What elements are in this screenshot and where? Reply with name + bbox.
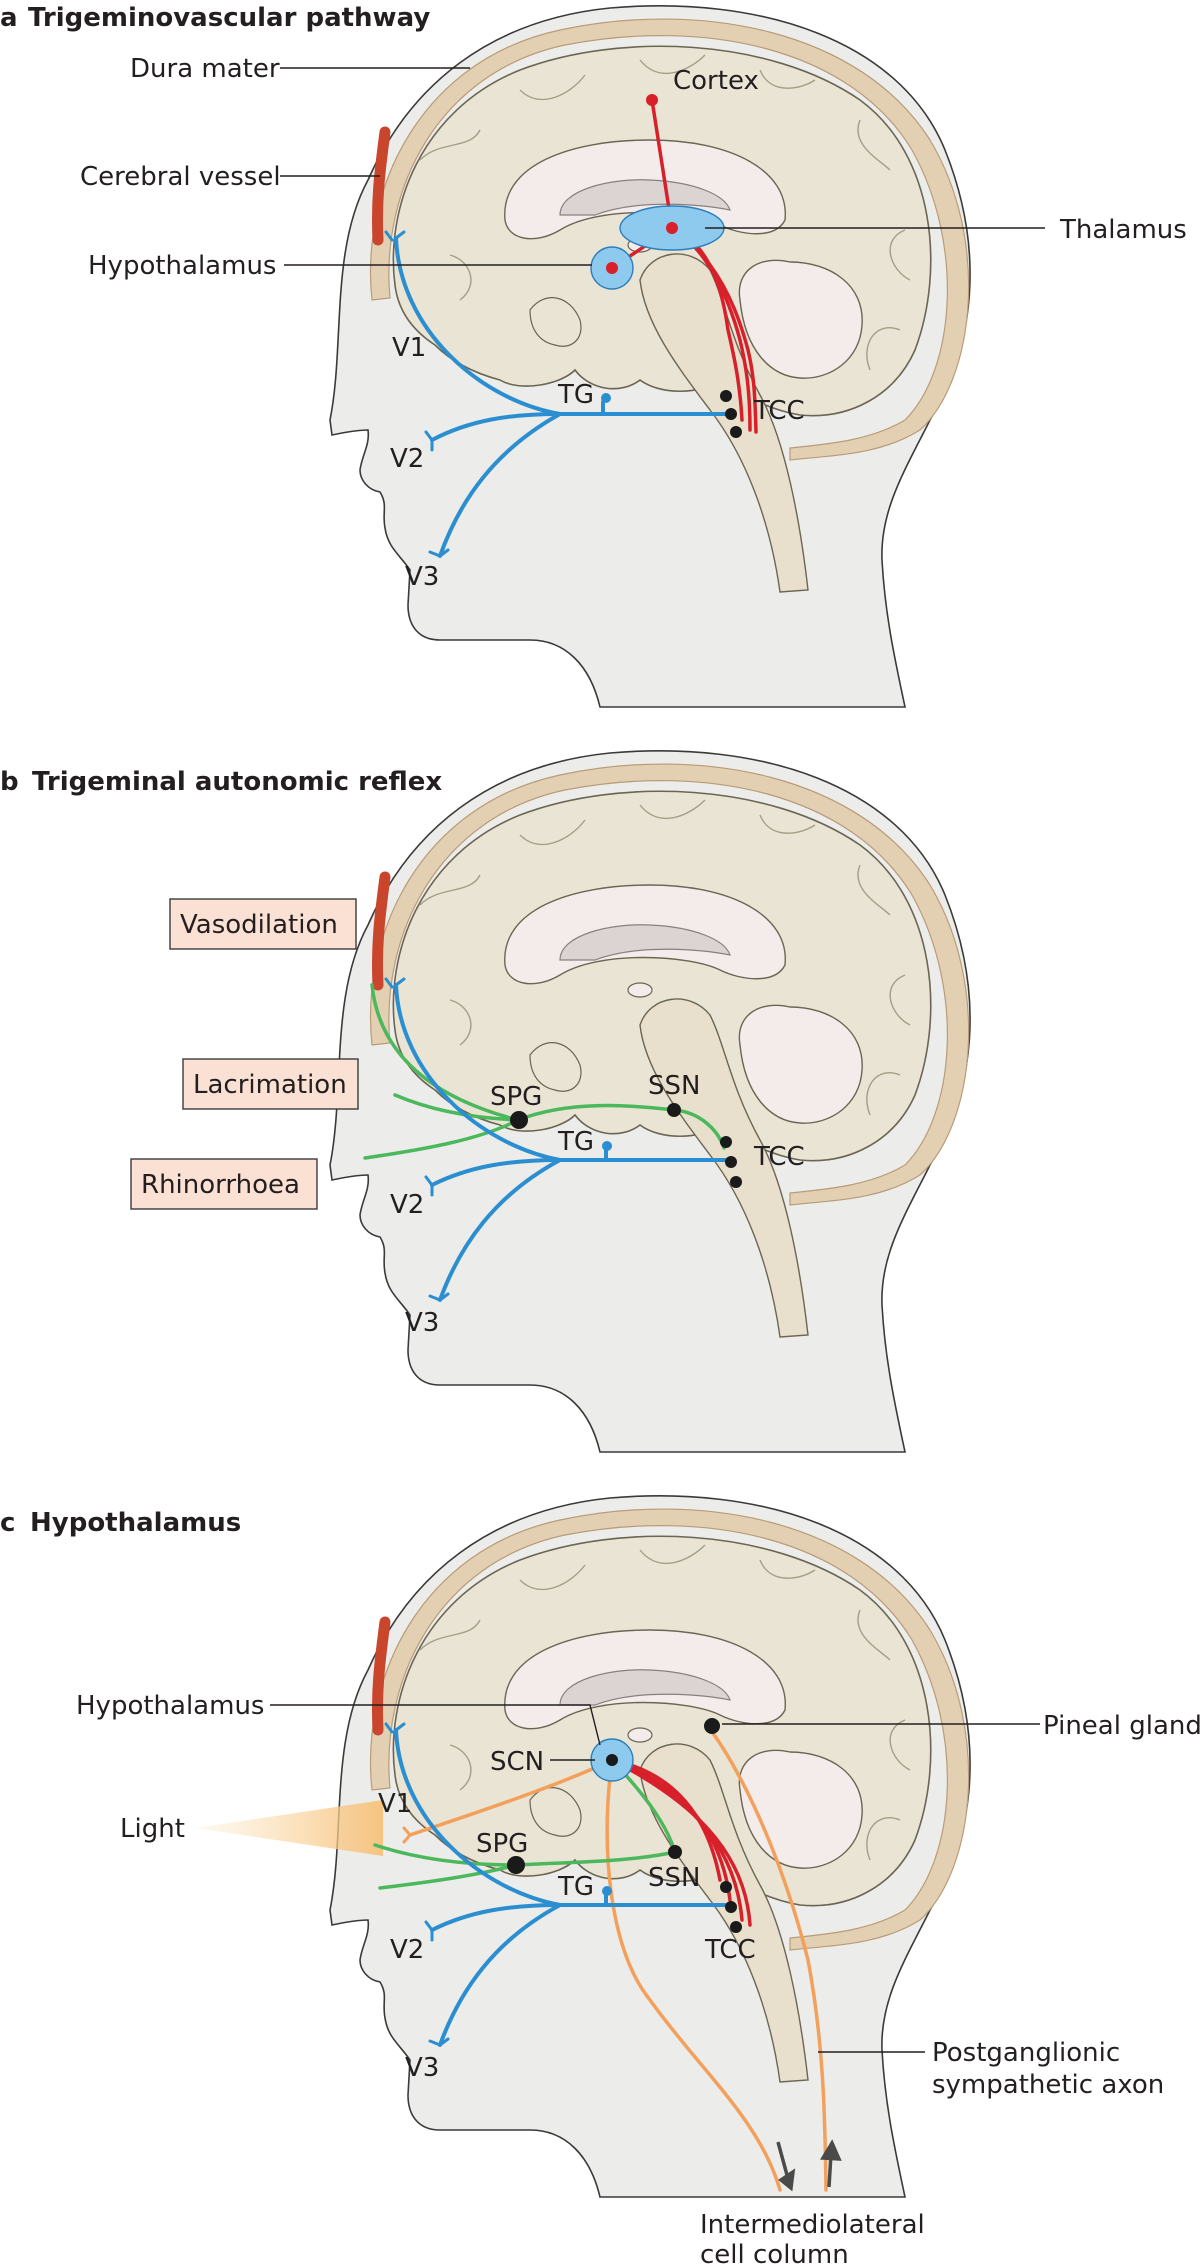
panel-a-vessel-label: Cerebral vessel bbox=[80, 162, 281, 192]
panel-a: a Trigeminovascular pathway bbox=[0, 3, 1187, 708]
panel-c-tcc-dot bbox=[725, 1901, 737, 1913]
panel-c-hypothalamus-label: Hypothalamus bbox=[76, 1691, 264, 1721]
panel-a-v2-label: V2 bbox=[390, 444, 424, 474]
panel-b-tcc-dot bbox=[725, 1156, 737, 1168]
panel-c-tcc-dot bbox=[720, 1881, 732, 1893]
panel-a-hypothalamus-node bbox=[606, 262, 618, 274]
panel-b-tg-label: TG bbox=[557, 1127, 594, 1157]
panel-b-v3-label: V3 bbox=[405, 1308, 439, 1338]
panel-b: b Trigeminal autonomic reflex bbox=[0, 750, 971, 1453]
panel-c: c Hypothalamus bbox=[0, 1495, 1200, 2267]
panel-a-tcc-dot bbox=[720, 390, 732, 402]
panel-c-head bbox=[329, 1495, 971, 2198]
panel-a-tcc-dot bbox=[725, 408, 737, 420]
panel-c-iml-label-line1: Intermediolateral bbox=[700, 2210, 925, 2240]
panel-a-cortex-node bbox=[646, 94, 658, 106]
panel-a-tg-label: TG bbox=[557, 380, 594, 410]
panel-a-cerebral-vessel bbox=[371, 126, 391, 246]
panel-c-light-beam bbox=[195, 1800, 383, 1856]
panel-c-cerebral-vessel bbox=[371, 1616, 391, 1736]
panel-b-vasodilation-box bbox=[169, 898, 357, 950]
panel-a-letter: a bbox=[0, 3, 18, 33]
panel-c-tcc-label: TCC bbox=[704, 1935, 756, 1965]
panel-c-v1-label: V1 bbox=[378, 1789, 412, 1819]
panel-a-trigeminal-nerve bbox=[384, 230, 727, 558]
panel-c-postganglionic-label-line1: Postganglionic bbox=[932, 2038, 1120, 2068]
panel-a-v3-label: V3 bbox=[405, 562, 439, 592]
panel-c-scn-node bbox=[606, 1754, 618, 1766]
panel-a-tcc-label: TCC bbox=[753, 396, 805, 426]
panel-b-vasodilation-label: Vasodilation bbox=[180, 910, 338, 940]
panel-c-trigeminal-nerve bbox=[384, 1722, 727, 2047]
panel-c-spg-label: SPG bbox=[476, 1829, 528, 1859]
panel-a-tg-node bbox=[601, 393, 611, 403]
panel-a-thalamus-node bbox=[666, 222, 678, 234]
panel-a-dura-label: Dura mater bbox=[130, 54, 280, 84]
panel-b-lacrimation-box bbox=[182, 1058, 359, 1110]
panel-b-rhinorrhoea-box bbox=[130, 1158, 318, 1210]
panel-b-head bbox=[329, 750, 971, 1453]
panel-a-v1-label: V1 bbox=[392, 333, 426, 363]
panel-b-lacrimation-label: Lacrimation bbox=[193, 1070, 347, 1100]
panel-b-ssn-node bbox=[667, 1103, 681, 1117]
panel-b-cerebral-vessel bbox=[371, 871, 391, 991]
panel-c-tg-node bbox=[602, 1886, 612, 1896]
panel-c-v3-label: V3 bbox=[405, 2053, 439, 2083]
panel-c-direction-arrows bbox=[776, 2139, 842, 2192]
panel-a-tcc-dot bbox=[730, 426, 742, 438]
panel-c-tg-label: TG bbox=[557, 1872, 594, 1902]
panel-c-title: Hypothalamus bbox=[30, 1508, 241, 1538]
panel-b-letter: b bbox=[0, 767, 19, 797]
panel-c-v2-label: V2 bbox=[390, 1935, 424, 1965]
panel-b-tcc-dot bbox=[730, 1176, 742, 1188]
panel-c-ssn-label: SSN bbox=[648, 1863, 700, 1893]
panel-c-hypothalamus-leader bbox=[270, 1704, 601, 1746]
panel-c-letter: c bbox=[0, 1508, 15, 1538]
panel-c-ssn-node bbox=[668, 1845, 682, 1859]
panel-c-iml-label-line2: cell column bbox=[700, 2240, 849, 2267]
panel-b-rhinorrhoea-label: Rhinorrhoea bbox=[141, 1170, 300, 1200]
panel-b-v2-label: V2 bbox=[390, 1190, 424, 1220]
panel-b-parasympathetic-pathway bbox=[363, 983, 726, 1160]
panel-b-tcc-dot bbox=[720, 1136, 732, 1148]
panel-b-tg-node bbox=[602, 1141, 612, 1151]
panel-b-title: Trigeminal autonomic reflex bbox=[32, 767, 442, 797]
panel-c-postganglionic-label-line2: sympathetic axon bbox=[932, 2070, 1164, 2100]
panel-c-scn-label: SCN bbox=[490, 1747, 544, 1777]
panel-b-ssn-label: SSN bbox=[648, 1071, 700, 1101]
panel-b-trigeminal-nerve bbox=[384, 977, 727, 1302]
panel-b-spg-label: SPG bbox=[490, 1082, 542, 1112]
panel-a-cortex-label: Cortex bbox=[673, 66, 759, 96]
panel-b-tcc-label: TCC bbox=[753, 1142, 805, 1172]
panel-c-pineal-node bbox=[704, 1718, 720, 1734]
panel-a-title: Trigeminovascular pathway bbox=[28, 3, 430, 33]
panel-c-pineal-label: Pineal gland bbox=[1043, 1711, 1200, 1741]
panel-c-light-label: Light bbox=[120, 1814, 185, 1844]
panel-b-spg-node bbox=[510, 1111, 528, 1129]
panel-c-tcc-dot bbox=[730, 1921, 742, 1933]
panel-a-hypothalamus-label: Hypothalamus bbox=[88, 251, 276, 281]
panel-c-spg-node bbox=[507, 1856, 525, 1874]
panel-a-thalamus-label: Thalamus bbox=[1059, 215, 1187, 245]
